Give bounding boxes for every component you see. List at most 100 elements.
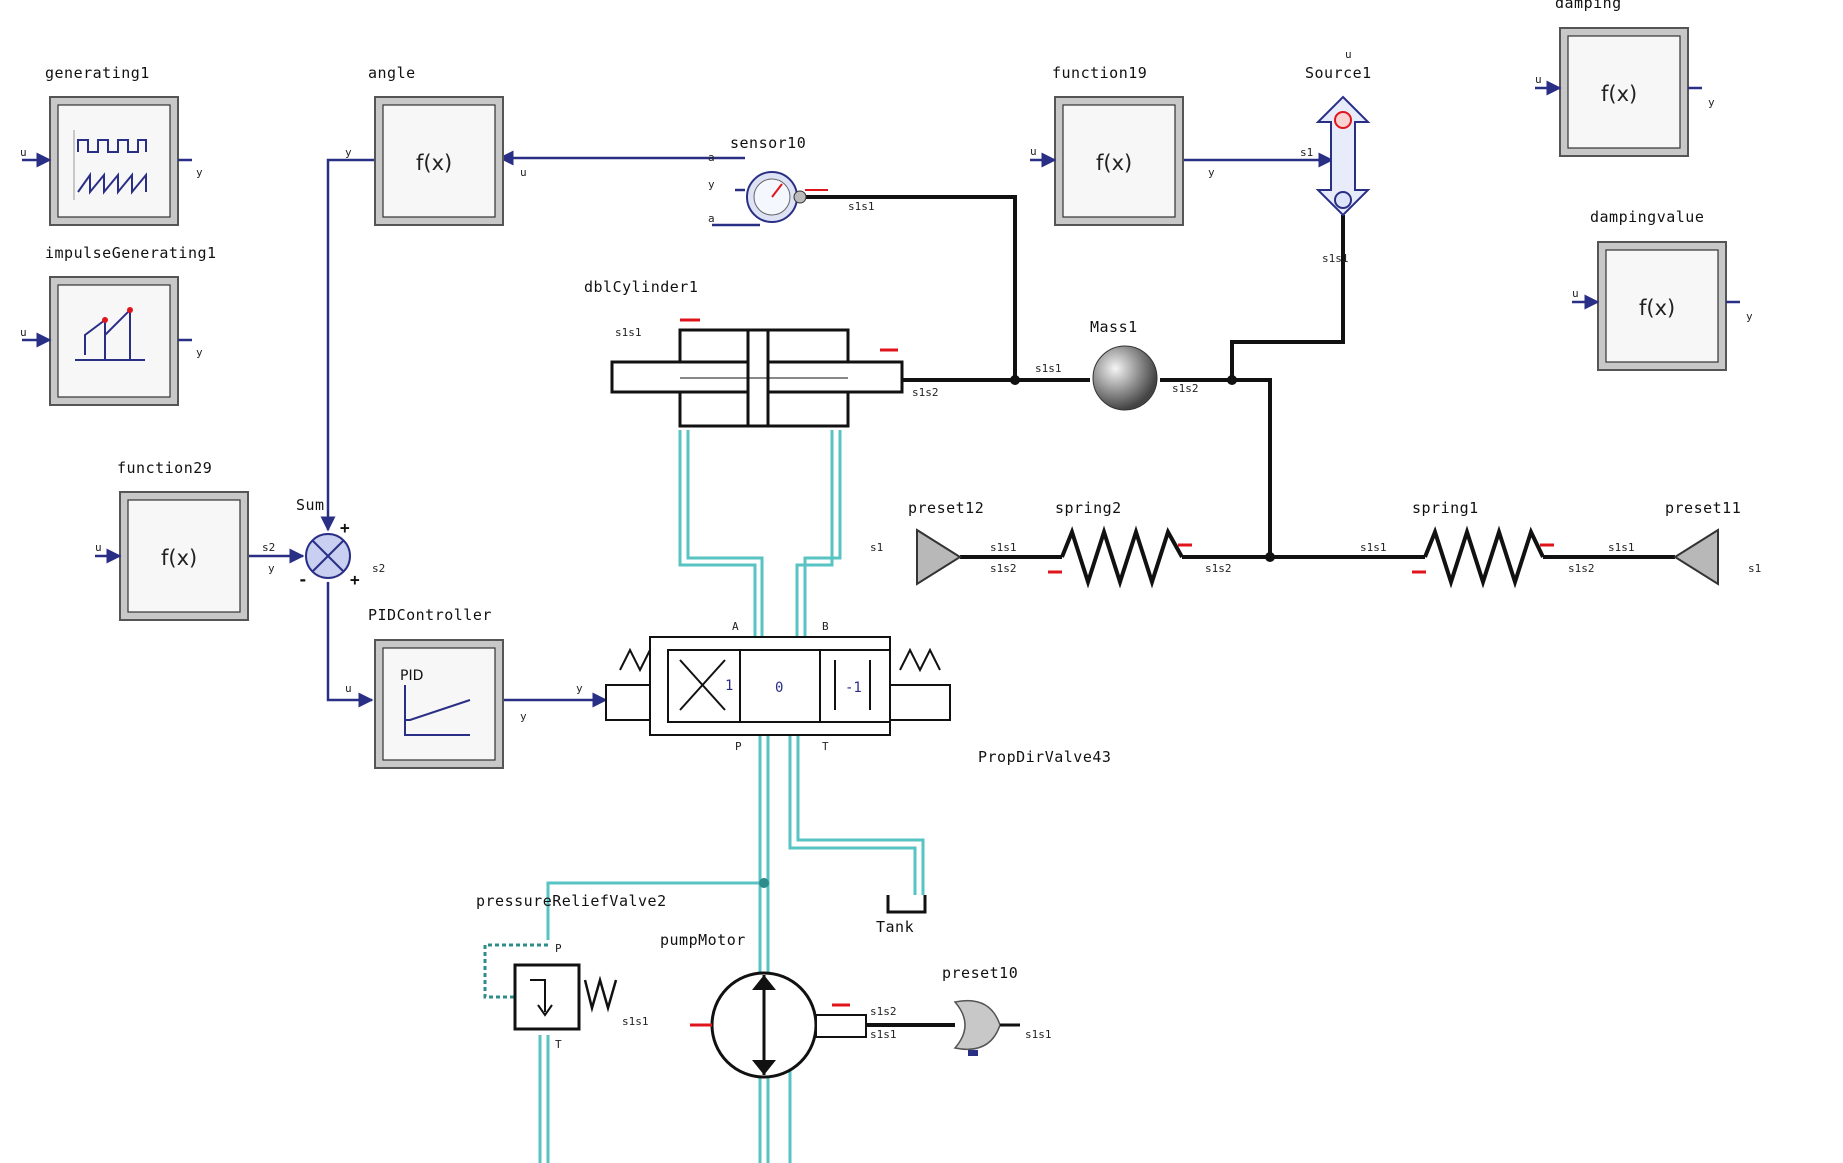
svg-text:s1s1: s1s1 [990, 541, 1017, 554]
svg-text:+: + [340, 518, 350, 537]
sum-block[interactable]: Sum + + - s2 [296, 496, 385, 589]
function29-label: function29 [117, 459, 212, 477]
svg-text:u: u [20, 326, 27, 339]
preset12-block[interactable]: preset12 s1 s1s1 s1s2 [870, 499, 1017, 586]
signal-wires [248, 150, 1334, 708]
svg-text:s1s1: s1s1 [1035, 362, 1062, 375]
sum-label: Sum [296, 496, 325, 514]
svg-text:y: y [1708, 96, 1715, 109]
svg-text:A: A [732, 620, 739, 633]
damping-block[interactable]: damping f(x) u y [1535, 0, 1715, 157]
pressure-relief-valve-label: pressureReliefValve2 [476, 892, 667, 910]
source1-label: Source1 [1305, 64, 1372, 82]
dblCylinder1-block[interactable]: dblCylinder1 s1s1 s1s2 [584, 278, 939, 428]
svg-text:u: u [1030, 145, 1037, 158]
source1-block[interactable]: Source1 u s1 s1s1 [1300, 48, 1372, 265]
mass1-label: Mass1 [1090, 318, 1138, 336]
preset10-block[interactable]: preset10 s1s1 [942, 964, 1052, 1056]
mechanical-wires [805, 195, 1675, 1027]
svg-text:B: B [822, 620, 829, 633]
svg-text:P: P [735, 740, 742, 753]
generating1-block[interactable]: generating1 u y [20, 64, 203, 226]
dampingvalue-label: dampingvalue [1590, 208, 1704, 226]
spring1-block[interactable]: spring1 s1s1 s1s2 s1s1 [1360, 499, 1635, 589]
svg-text:s1s2: s1s2 [1205, 562, 1232, 575]
svg-text:s1: s1 [870, 541, 883, 554]
svg-text:0: 0 [775, 680, 783, 696]
function19-block[interactable]: function19 f(x) u y [1030, 64, 1215, 226]
damping-label: damping [1555, 0, 1622, 12]
svg-text:s1s2: s1s2 [1172, 382, 1199, 395]
svg-text:y: y [1746, 310, 1753, 323]
preset12-label: preset12 [908, 499, 984, 517]
pump-motor-block[interactable]: pumpMotor s1s2 s1s1 [660, 931, 897, 1079]
svg-text:s1s1: s1s1 [1360, 541, 1387, 554]
svg-text:y: y [708, 178, 715, 191]
svg-text:y: y [268, 562, 275, 575]
svg-text:y: y [345, 146, 352, 159]
pid-step-icon [404, 685, 471, 736]
svg-text:u: u [345, 682, 352, 695]
svg-text:u: u [1345, 48, 1352, 61]
svg-text:s1s1: s1s1 [1025, 1028, 1052, 1041]
fx-glyph: f(x) [1096, 151, 1132, 175]
spring2-block[interactable]: spring2 s1s2 [1048, 499, 1232, 589]
svg-text:P: P [555, 942, 562, 955]
fx-glyph: f(x) [1601, 82, 1637, 106]
svg-text:-1: -1 [845, 680, 862, 696]
svg-text:s1s2: s1s2 [1568, 562, 1595, 575]
fx-glyph: f(x) [1639, 296, 1675, 320]
dblCylinder1-label: dblCylinder1 [584, 278, 698, 296]
prop-dir-valve-block[interactable]: PropDirValve43 0 1 -1 A B P T [605, 620, 1111, 766]
svg-text:T: T [555, 1038, 562, 1051]
mass1-block[interactable]: Mass1 s1s1 s1s2 [1035, 318, 1199, 411]
svg-text:s1s2: s1s2 [990, 562, 1017, 575]
svg-text:s1s1: s1s1 [615, 326, 642, 339]
svg-text:a: a [708, 212, 715, 225]
pid-controller-label: PIDController [368, 606, 492, 624]
sawtooth-wave-icon [77, 171, 147, 195]
pressure-relief-valve-block[interactable]: pressureReliefValve2 s1s1 P T [476, 892, 667, 1051]
svg-text:y: y [196, 346, 203, 359]
svg-text:y: y [1208, 166, 1215, 179]
dampingvalue-block[interactable]: dampingvalue f(x) u y [1572, 208, 1753, 371]
function19-label: function19 [1052, 64, 1147, 82]
sensor10-label: sensor10 [730, 134, 806, 152]
spring2-label: spring2 [1055, 499, 1122, 517]
svg-text:u: u [1535, 73, 1542, 86]
svg-text:s1s2: s1s2 [912, 386, 939, 399]
svg-text:s1s1: s1s1 [848, 200, 875, 213]
sensor10-block[interactable]: sensor10 a y a s1s1 [708, 134, 875, 225]
svg-text:s1s1: s1s1 [870, 1028, 897, 1041]
svg-text:s1s2: s1s2 [870, 1005, 897, 1018]
svg-text:u: u [520, 166, 527, 179]
tank-label: Tank [876, 918, 914, 936]
svg-text:u: u [95, 541, 102, 554]
prop-dir-valve-label: PropDirValve43 [978, 748, 1111, 766]
fx-glyph: f(x) [416, 151, 452, 175]
preset11-block[interactable]: preset11 s1 [1665, 499, 1761, 586]
angle-label: angle [368, 64, 416, 82]
svg-text:s1s1: s1s1 [622, 1015, 649, 1028]
svg-text:u: u [20, 146, 27, 159]
svg-text:s1s1: s1s1 [1608, 541, 1635, 554]
generating1-label: generating1 [45, 64, 150, 82]
angle-block[interactable]: angle f(x) y u [345, 64, 527, 226]
svg-text:PID: PID [400, 668, 423, 684]
svg-text:+: + [350, 570, 360, 589]
svg-text:-: - [298, 570, 308, 589]
junction-dots [759, 375, 1275, 888]
svg-text:T: T [822, 740, 829, 753]
tank-block[interactable]: Tank [876, 895, 927, 936]
function29-block[interactable]: function29 f(x) u s2 y [95, 459, 275, 621]
pulse-wave-icon [77, 139, 147, 153]
spring1-label: spring1 [1412, 499, 1479, 517]
impulseGenerating1-block[interactable]: impulseGenerating1 u y [20, 244, 217, 406]
pid-controller-block[interactable]: PIDController PID u y y [345, 606, 583, 769]
svg-text:y: y [576, 682, 583, 695]
svg-text:s1: s1 [1748, 562, 1761, 575]
preset11-label: preset11 [1665, 499, 1741, 517]
svg-text:y: y [196, 166, 203, 179]
hydraulic-wires [483, 430, 925, 1163]
